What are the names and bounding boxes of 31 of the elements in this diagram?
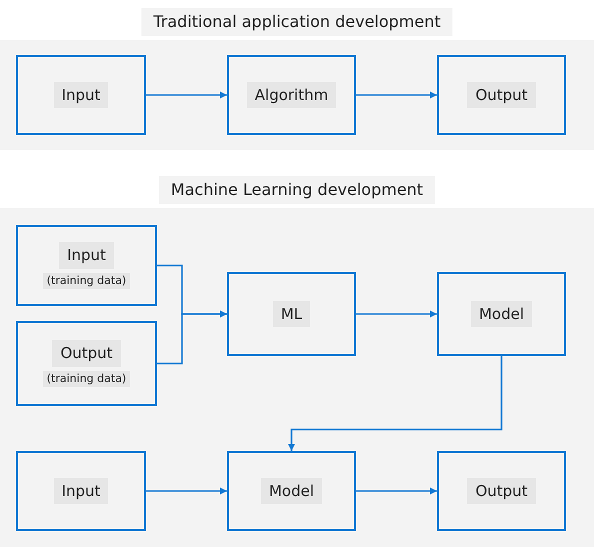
box-sublabel: (training data) xyxy=(42,370,130,387)
arrow xyxy=(288,356,502,451)
process-box xyxy=(437,55,566,135)
process-box xyxy=(16,321,157,406)
box-label: Model xyxy=(260,478,322,504)
box-label: Input xyxy=(54,478,108,504)
arrow xyxy=(146,488,227,494)
arrow xyxy=(356,310,437,318)
panel-heading: Machine Learning development xyxy=(158,176,436,204)
box-sublabel: (training data) xyxy=(42,272,130,289)
box-label: Output xyxy=(52,340,121,366)
arrow xyxy=(146,92,227,98)
process-box xyxy=(437,272,566,356)
box-label: Input xyxy=(54,82,108,108)
box-label: Algorithm xyxy=(246,82,336,108)
arrow xyxy=(356,92,437,98)
arrow xyxy=(157,310,227,364)
box-label: Output xyxy=(467,478,536,504)
arrow xyxy=(356,488,437,494)
process-box xyxy=(16,451,146,531)
box-label: ML xyxy=(272,300,310,328)
process-box xyxy=(16,55,146,135)
box-label: Model xyxy=(470,300,532,328)
process-box xyxy=(227,272,356,356)
box-label: Input xyxy=(59,242,114,268)
process-box xyxy=(437,451,566,531)
box-label: Output xyxy=(467,82,536,108)
process-box xyxy=(227,55,356,135)
process-box xyxy=(227,451,356,531)
panel-heading: Traditional application development xyxy=(141,8,453,36)
process-box xyxy=(16,225,157,306)
